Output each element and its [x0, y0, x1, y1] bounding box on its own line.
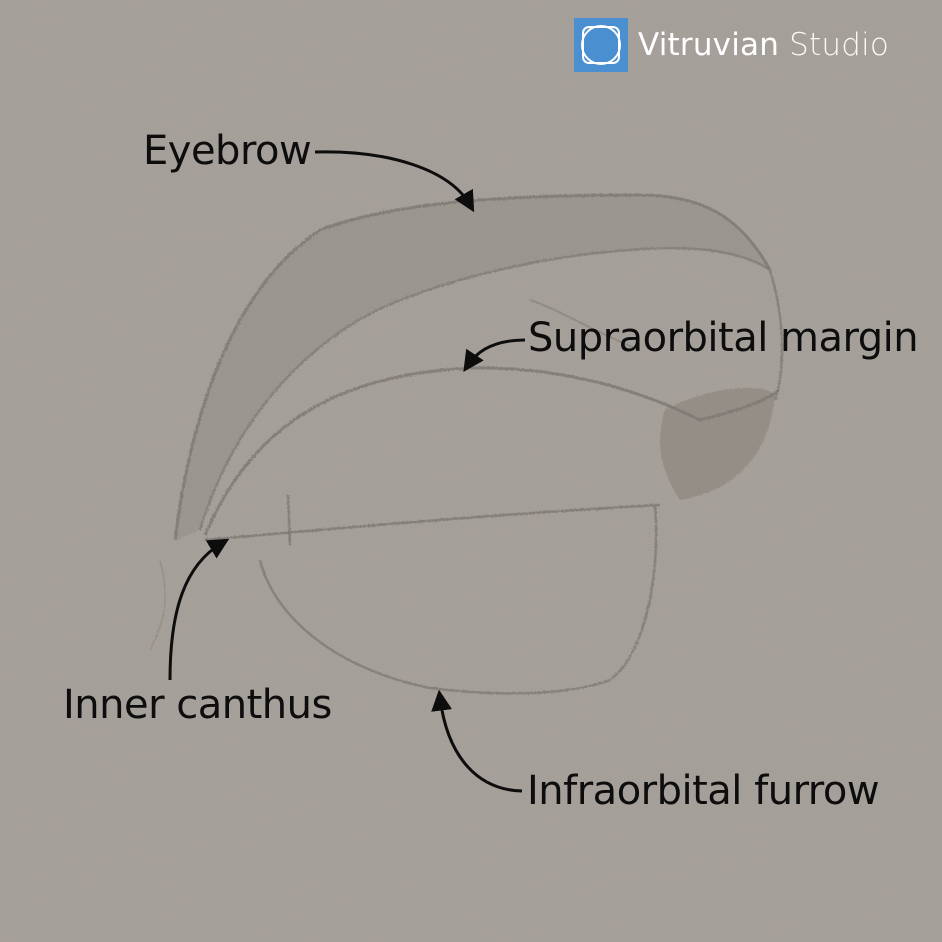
label-inner-canthus: Inner canthus: [63, 682, 332, 728]
brand-name-part1: Vitruvian: [638, 27, 780, 63]
infraorbital-arrow: [431, 689, 523, 793]
supraorbital-arrow: [463, 338, 526, 372]
tick-mark: [286, 494, 292, 546]
inner-canthus-arrow: [168, 538, 230, 681]
label-supraorbital-margin: Supraorbital margin: [528, 315, 919, 361]
eyebrow-arrow: [314, 150, 475, 213]
brand-logo: Vitruvian Studio: [574, 18, 889, 72]
lid-line: [204, 503, 661, 542]
supraorbital-line: [203, 366, 780, 536]
pencil-strokes: [149, 193, 784, 695]
brow-inner-edge: [529, 299, 641, 351]
vitruvian-logo-icon: [574, 18, 628, 72]
infraorbital-line: [258, 504, 658, 695]
faint-nose-line: [149, 559, 166, 651]
eyebrow-bottom-line: [198, 246, 771, 531]
label-eyebrow: Eyebrow: [143, 128, 312, 174]
lateral-brow-line: [768, 269, 784, 401]
eyebrow-shading: [175, 195, 770, 540]
annotation-arrows: [168, 150, 526, 793]
label-infraorbital-furrow: Infraorbital furrow: [527, 768, 880, 814]
brand-name-part2: Studio: [789, 27, 890, 63]
eyebrow-top-line: [173, 193, 772, 541]
brand-name: Vitruvian Studio: [638, 27, 889, 63]
